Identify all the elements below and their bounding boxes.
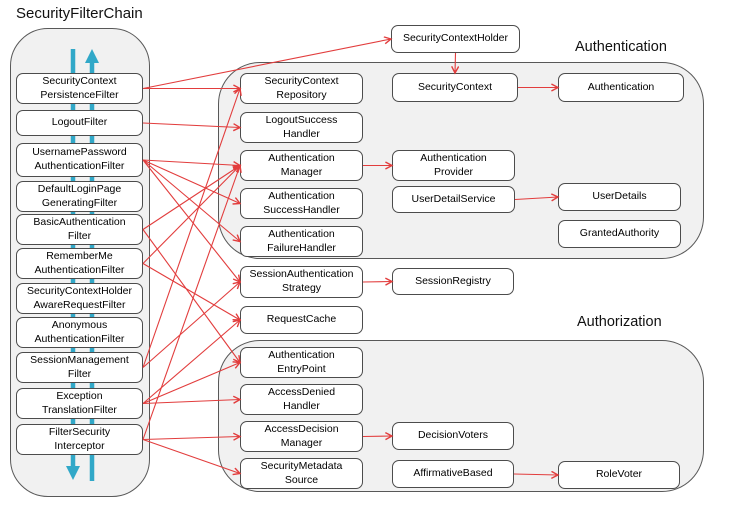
- node-role-voter: RoleVoter: [558, 461, 680, 489]
- node-affirmative-based: AffirmativeBased: [392, 460, 514, 488]
- node-security-context-repository: SecurityContext Repository: [240, 73, 363, 104]
- node-authentication-success-handler: Authentication SuccessHandler: [240, 188, 363, 219]
- diagram-title: SecurityFilterChain: [16, 5, 143, 22]
- authorization-section-label: Authorization: [577, 314, 662, 330]
- edge-session-management-filter--session-authentication-strategy: [142, 282, 240, 368]
- node-security-context-persistence-filter: SecurityContext PersistenceFilter: [16, 73, 143, 104]
- node-logout-filter: LogoutFilter: [16, 110, 143, 136]
- node-access-denied-handler: AccessDenied Handler: [240, 384, 363, 415]
- node-security-context-holder: SecurityContextHolder: [391, 25, 520, 53]
- node-authentication-manager: Authentication Manager: [240, 150, 363, 181]
- node-user-detail-service: UserDetailService: [392, 186, 515, 213]
- edge-session-authentication-strategy--session-registry: [362, 282, 392, 283]
- node-security-metadata-source: SecurityMetadata Source: [240, 458, 363, 489]
- node-basic-authentication-filter: BasicAuthentication Filter: [16, 214, 143, 245]
- node-session-authentication-strategy: SessionAuthentication Strategy: [240, 266, 363, 298]
- node-session-management-filter: SessionManagement Filter: [16, 352, 143, 383]
- node-default-login-page-generating-filter: DefaultLoginPage GeneratingFilter: [16, 181, 143, 212]
- node-username-password-authentication-filter: UsernamePassword AuthenticationFilter: [16, 143, 143, 177]
- node-security-context-holder-aware-request-filter: SecurityContextHolder AwareRequestFilter: [16, 283, 143, 314]
- edge-basic-authentication-filter--authentication-entry-point: [142, 229, 240, 363]
- node-authentication: Authentication: [558, 73, 684, 102]
- node-access-decision-manager: AccessDecision Manager: [240, 421, 363, 452]
- node-granted-authority: GrantedAuthority: [558, 220, 681, 248]
- node-remember-me-authentication-filter: RememberMe AuthenticationFilter: [16, 248, 143, 279]
- node-authentication-entry-point: Authentication EntryPoint: [240, 347, 363, 378]
- node-anonymous-authentication-filter: Anonymous AuthenticationFilter: [16, 317, 143, 348]
- node-request-cache: RequestCache: [240, 306, 363, 334]
- node-filter-security-interceptor: FilterSecurity Interceptor: [16, 424, 143, 455]
- node-session-registry: SessionRegistry: [392, 268, 514, 295]
- node-authentication-provider: Authentication Provider: [392, 150, 515, 181]
- node-logout-success-handler: LogoutSuccess Handler: [240, 112, 363, 143]
- node-security-context: SecurityContext: [392, 73, 518, 102]
- node-exception-translation-filter: Exception TranslationFilter: [16, 388, 143, 419]
- node-decision-voters: DecisionVoters: [392, 422, 514, 450]
- node-authentication-failure-handler: Authentication FailureHandler: [240, 226, 363, 257]
- authentication-section-label: Authentication: [575, 39, 667, 55]
- node-user-details: UserDetails: [558, 183, 681, 211]
- edge-remember-me-authentication-filter--request-cache: [142, 263, 240, 321]
